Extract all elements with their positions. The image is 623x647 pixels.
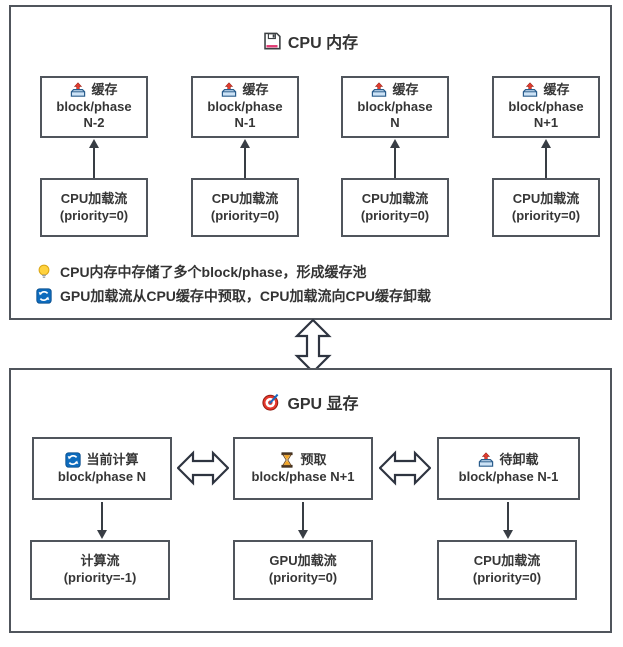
gpu-load-stream-box: GPU加载流 (priority=0)	[233, 540, 373, 600]
cache-box-n: 缓存 block/phase N	[341, 76, 449, 138]
cache-block-index: N+1	[533, 115, 559, 131]
cache-box-n-plus-1: 缓存 block/phase N+1	[492, 76, 600, 138]
gpu-memory-title-label: GPU 显存	[287, 396, 359, 413]
bidirectional-horizontal-arrow	[177, 450, 229, 486]
cache-box-n-2: 缓存 block/phase N-2	[40, 76, 148, 138]
cpu-load-stream-box: CPU加载流 (priority=0)	[492, 178, 600, 237]
cache-box-n-1: 缓存 block/phase N-1	[191, 76, 299, 138]
dart-icon	[262, 393, 280, 411]
cpu-notes: CPU内存中存储了多个block/phase，形成缓存池 GPU加载流从CPU缓…	[36, 261, 431, 306]
cache-block-index: N	[390, 115, 400, 131]
outbox-tray-icon	[522, 82, 538, 98]
bidirectional-horizontal-arrow	[379, 450, 431, 486]
compute-stream-box: 计算流 (priority=-1)	[30, 540, 170, 600]
outbox-tray-icon	[478, 452, 494, 468]
cache-label: 缓存	[543, 81, 570, 97]
outbox-tray-icon	[70, 82, 86, 98]
up-arrow	[89, 139, 99, 178]
up-arrow	[541, 139, 551, 178]
state-label: 当前计算	[86, 451, 139, 467]
state-block-text: block/phase N+1	[251, 468, 355, 484]
hourglass-icon	[279, 452, 295, 468]
stream-name: CPU加载流	[473, 553, 541, 569]
pending-offload-box: 待卸载 block/phase N-1	[437, 437, 580, 500]
cpu-load-stream-box: CPU加载流 (priority=0)	[191, 178, 299, 237]
stream-priority: (priority=0)	[360, 207, 430, 223]
cache-block-text: block/phase	[357, 98, 433, 114]
bidirectional-vertical-arrow	[294, 319, 332, 373]
up-arrow	[390, 139, 400, 178]
cache-label: 缓存	[91, 81, 118, 97]
stream-name: 计算流	[80, 553, 120, 569]
state-block-text: block/phase N	[57, 468, 147, 484]
stream-name: CPU加载流	[211, 190, 279, 206]
stream-priority: (priority=0)	[210, 207, 280, 223]
down-arrow	[298, 502, 308, 539]
current-compute-box: 当前计算 block/phase N	[32, 437, 172, 500]
cache-block-text: block/phase	[207, 98, 283, 114]
refresh-icon	[65, 452, 81, 468]
state-label: 待卸载	[499, 451, 539, 467]
prefetch-box: 预取 block/phase N+1	[233, 437, 373, 500]
cpu-memory-title: CPU 内存	[11, 29, 610, 53]
refresh-icon	[36, 288, 52, 304]
cache-label: 缓存	[242, 81, 269, 97]
cpu-memory-title-label: CPU 内存	[287, 35, 359, 52]
stream-name: CPU加载流	[512, 190, 580, 206]
down-arrow	[503, 502, 513, 539]
state-block-text: block/phase N-1	[458, 468, 559, 484]
stream-priority: (priority=0)	[472, 570, 542, 585]
light-bulb-icon	[36, 264, 52, 280]
stream-name: CPU加载流	[361, 190, 429, 206]
stream-priority: (priority=-1)	[63, 570, 137, 585]
cpu-load-stream-box: CPU加载流 (priority=0)	[40, 178, 148, 237]
stream-priority: (priority=0)	[511, 207, 581, 223]
cpu-load-stream-box: CPU加载流 (priority=0)	[341, 178, 449, 237]
stream-name: GPU加载流	[269, 553, 337, 569]
note-text: GPU加载流从CPU缓存中预取，CPU加载流向CPU缓存卸载	[60, 287, 432, 304]
stream-priority: (priority=0)	[268, 570, 338, 585]
outbox-tray-icon	[221, 82, 237, 98]
stream-priority: (priority=0)	[59, 207, 129, 223]
floppy-disk-icon	[263, 32, 281, 50]
cpu-memory-container: CPU 内存	[9, 5, 612, 320]
gpu-memory-title: GPU 显存	[11, 390, 610, 414]
state-label: 预取	[300, 451, 327, 467]
note-text: CPU内存中存储了多个block/phase，形成缓存池	[60, 263, 367, 280]
cache-block-text: block/phase	[56, 98, 132, 114]
down-arrow	[97, 502, 107, 539]
note-prefetch-offload: GPU加载流从CPU缓存中预取，CPU加载流向CPU缓存卸载	[36, 285, 431, 306]
note-cache-pool: CPU内存中存储了多个block/phase，形成缓存池	[36, 261, 431, 282]
cache-block-index: N-1	[234, 115, 256, 131]
cache-block-text: block/phase	[508, 98, 584, 114]
up-arrow	[240, 139, 250, 178]
cpu-load-stream-box: CPU加载流 (priority=0)	[437, 540, 577, 600]
stream-name: CPU加载流	[60, 190, 128, 206]
outbox-tray-icon	[371, 82, 387, 98]
cache-label: 缓存	[392, 81, 419, 97]
cache-block-index: N-2	[83, 115, 105, 131]
